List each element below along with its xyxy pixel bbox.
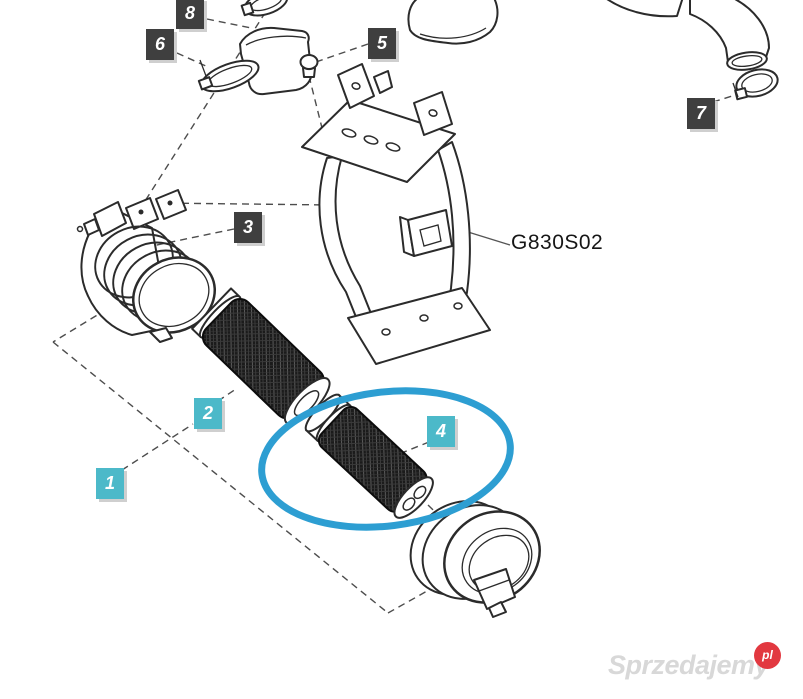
primary-filter-element [191,287,331,425]
watermark-pl-badge: pl [754,642,781,669]
callout-2: 2 [194,398,222,429]
hose-clamp-7 [732,68,779,101]
bolt-5 [299,54,319,78]
callout-8: 8 [176,0,204,29]
mounting-bracket [301,63,491,365]
air-cleaner-housing [76,189,217,343]
highlight-ellipse [258,387,514,531]
part-code-label: G830S02 [511,231,604,254]
partial-duct [407,0,499,45]
callout-4: 4 [427,416,455,447]
callout-3: 3 [234,212,262,243]
intake-hose [606,0,770,71]
watermark-brand-text: Sprzedajemy [608,650,770,680]
callout-5: 5 [368,28,396,59]
callout-6: 6 [146,29,174,60]
watermark-logo: Sprzedajemy pl [608,642,798,692]
top-clamp [240,0,289,17]
hose-clamp-6 [197,59,260,93]
callout-7: 7 [687,98,715,129]
callout-1: 1 [96,468,124,499]
